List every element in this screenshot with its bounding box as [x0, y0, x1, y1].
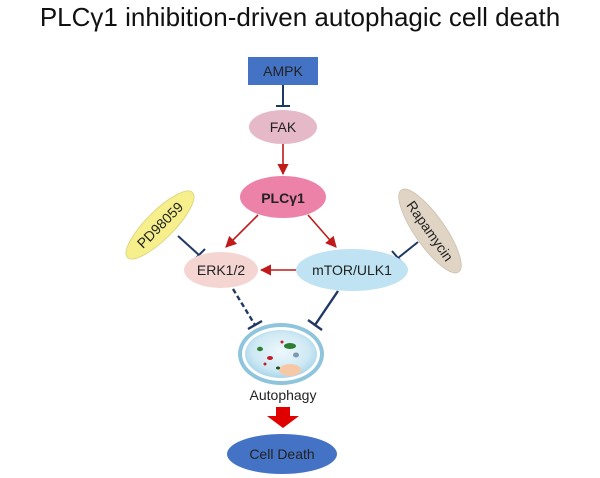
ampk-node: AMPK	[248, 57, 318, 85]
cell-death-node: Cell Death	[227, 434, 337, 474]
ampk-label: AMPK	[263, 63, 303, 79]
autophagy-label: Autophagy	[250, 387, 317, 403]
diagram-title: PLCγ1 inhibition-driven autophagic cell …	[39, 2, 561, 32]
erk-label: ERK1/2	[197, 262, 245, 278]
autophagy-cell-icon	[238, 323, 324, 385]
plcg1-label: PLCγ1	[261, 190, 305, 206]
plcg1-node: PLCγ1	[240, 176, 326, 218]
fak-node: FAK	[249, 110, 317, 144]
erk-node: ERK1/2	[184, 252, 258, 288]
mtor-label: mTOR/ULK1	[312, 262, 392, 278]
mtor-node: mTOR/ULK1	[296, 249, 408, 291]
plcg1-to-erk-arrow	[225, 214, 259, 248]
mtor-inhibits-autophagy	[307, 290, 339, 331]
pd98059-node: PD98059	[125, 190, 195, 260]
cell-death-label: Cell Death	[249, 446, 314, 462]
plcg1-to-mtor-arrow	[307, 214, 337, 248]
autophagy-to-death-arrow	[267, 407, 299, 428]
fak-label: FAK	[270, 119, 297, 135]
ampk-inhibits-fak	[276, 85, 290, 107]
erk-inhibits-autophagy	[231, 288, 263, 331]
